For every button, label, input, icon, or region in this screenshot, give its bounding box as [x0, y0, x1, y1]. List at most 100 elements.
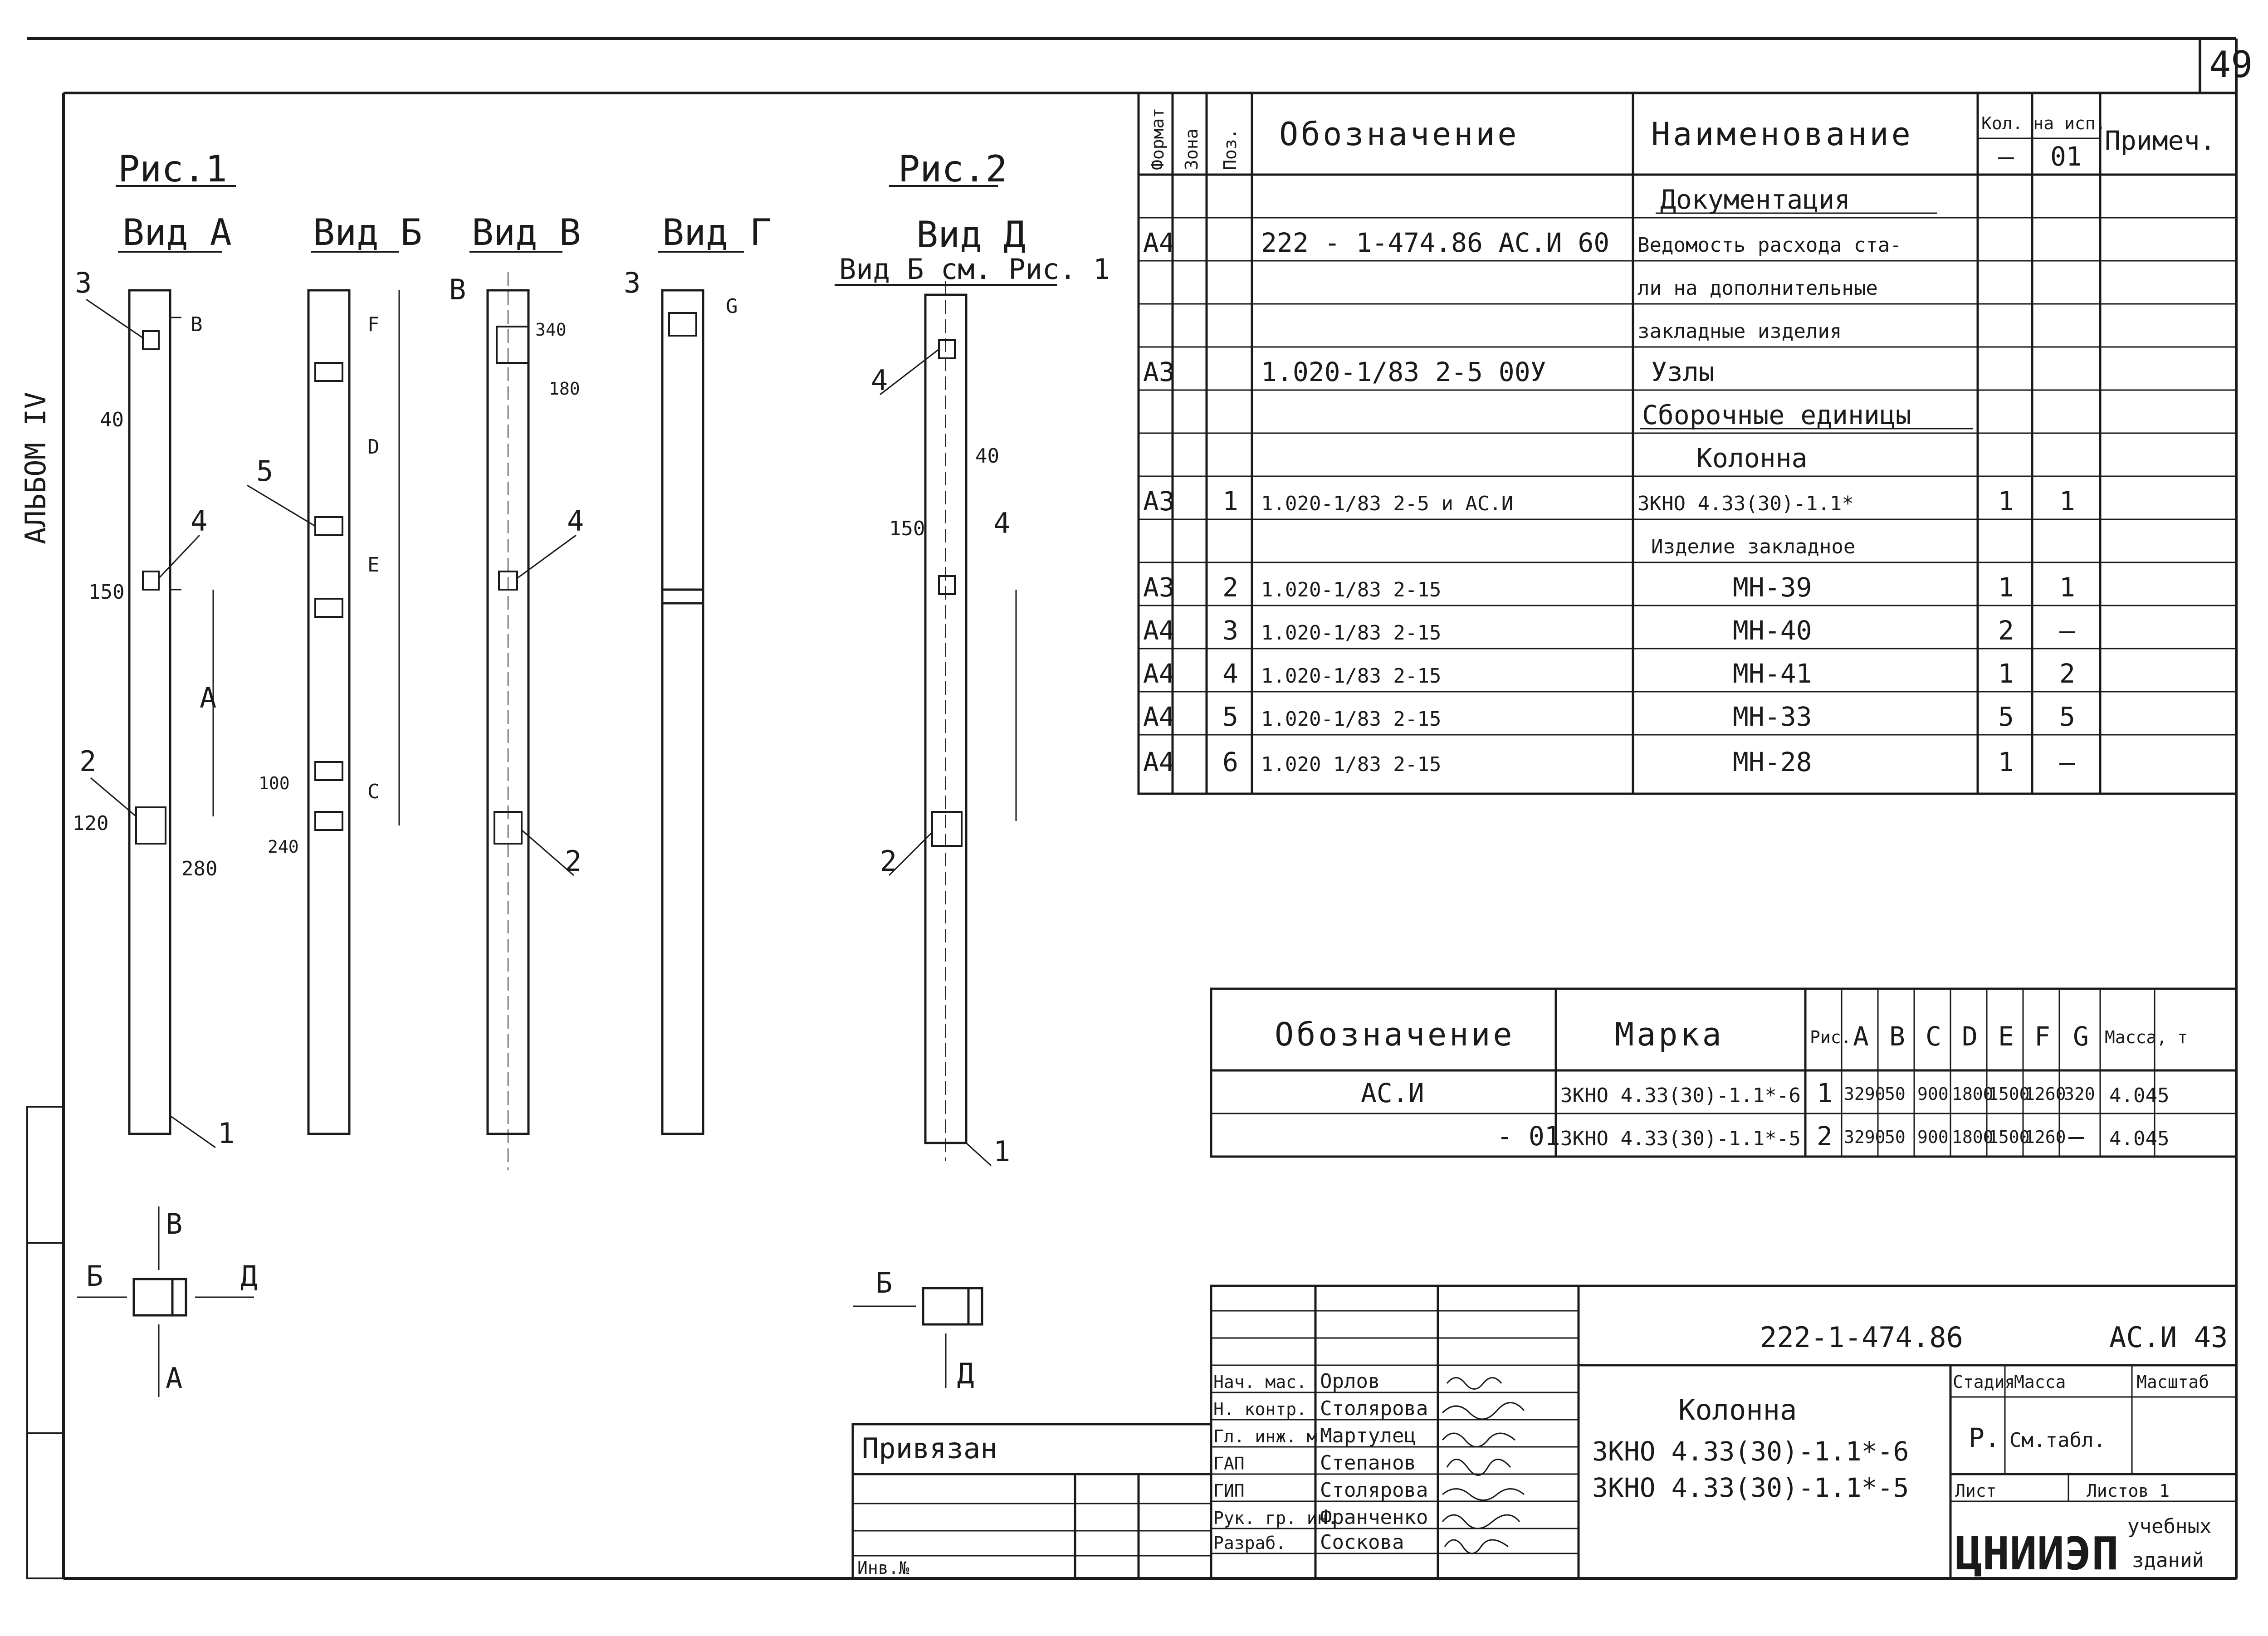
- header-qty-a: –: [1998, 141, 2014, 172]
- mark-r1-designation: АС.И: [1361, 1078, 1424, 1109]
- view-b-title: Вид Б: [313, 211, 422, 254]
- spec-row-10-designation: 1.020-1/83 2-15: [1261, 578, 1441, 601]
- mark-header-mass: Масса, т: [2105, 1027, 2188, 1047]
- orient-right: Д: [240, 1260, 257, 1293]
- spec-row-8-designation: 1.020-1/83 2-5 и АС.И: [1261, 492, 1513, 515]
- mark-r1-g: 320: [2064, 1084, 2095, 1104]
- spec-row-4-name: закладные изделия: [1637, 320, 1842, 343]
- spec-table-rows: [1139, 217, 2236, 736]
- orient2-right: Д: [957, 1357, 974, 1390]
- figures: Рис.1 Рис.2 Вид А Вид Б Вид В Вид Г Вид …: [73, 148, 1110, 1397]
- spec-row-12-designation: 1.020-1/83 2-15: [1261, 664, 1441, 688]
- orientation-plan-1: [77, 1206, 254, 1397]
- view-a-title: Вид А: [122, 211, 232, 254]
- spec-row-11-designation: 1.020-1/83 2-15: [1261, 621, 1441, 645]
- pos-label-1-a: 1: [218, 1117, 235, 1150]
- spec-row-2-designation: 222 - 1-474.86 АС.И 60: [1261, 227, 1609, 258]
- staff-name-7: Соскова: [1320, 1531, 1404, 1554]
- view-d-title: Вид Д: [916, 214, 1026, 256]
- org-sub-2: зданий: [2132, 1549, 2204, 1572]
- spec-row-14-name: МН-28: [1733, 747, 1812, 777]
- mark-r1-b: 50: [1885, 1084, 1906, 1104]
- staff-name-6: Франченко: [1320, 1506, 1428, 1529]
- spec-row-12-name: МН-41: [1733, 658, 1812, 689]
- title-line-2: 3КНО 4.33(30)-1.1*-6: [1592, 1436, 1909, 1467]
- spec-row-11-name: МН-40: [1733, 615, 1812, 646]
- column-view-a: [128, 289, 214, 1135]
- dim-letter-g: G: [726, 295, 738, 318]
- spec-row-11-pos: 3: [1222, 615, 1238, 646]
- spec-row-14-qa: 1: [1998, 747, 2014, 777]
- mass-value: См.табл.: [2009, 1429, 2106, 1452]
- doc-code: 222-1-474.86: [1760, 1321, 1963, 1354]
- mark-header-e: Е: [1998, 1021, 2014, 1052]
- dim-letter-v: В: [191, 313, 203, 336]
- dim-280-a: 280: [181, 857, 217, 880]
- mark-r2-f: 1260: [2024, 1127, 2066, 1147]
- pos-label-5-b: 5: [256, 454, 273, 488]
- spec-row-5-name: Узлы: [1651, 357, 1715, 387]
- left-margin-boxes: [26, 1106, 64, 1579]
- mark-r2-e: 1500: [1988, 1127, 2030, 1147]
- mark-table-header: Обозначение Марка Рис. А В С D Е F G Мас…: [1275, 1016, 2188, 1053]
- mark-r2-b: 50: [1885, 1127, 1906, 1147]
- title-line-3: 3КНО 4.33(30)-1.1*-5: [1592, 1472, 1909, 1503]
- dim-100-b: 100: [259, 773, 290, 793]
- dim-180-v: 180: [549, 379, 580, 399]
- spec-row-14-format: А4: [1143, 747, 1175, 777]
- column-view-d: [924, 281, 1017, 1161]
- sheets-label: Листов 1: [2087, 1481, 2170, 1501]
- staff-list: Нач. мас. Орлов Н. контр. Столярова Гл. …: [1213, 1370, 1428, 1554]
- mark-r2-a: 3290: [1844, 1127, 1886, 1147]
- dim-240-b: 240: [268, 837, 299, 857]
- mark-r1-d: 1800: [1952, 1084, 1994, 1104]
- column-view-g: [661, 289, 704, 1135]
- leader-lines: [86, 298, 992, 1167]
- orientation-labels: В Б Д А Б Д: [86, 1207, 974, 1395]
- spec-row-1-name: Документация: [1660, 184, 1850, 215]
- dim-40-a: 40: [100, 408, 124, 431]
- mark-r2-mark: 3КНО 4.33(30)-1.1*-5: [1560, 1127, 1801, 1150]
- spec-row-13-pos: 5: [1222, 701, 1238, 732]
- view-v-title: Вид В: [472, 211, 581, 254]
- dim-letter-d: D: [367, 435, 380, 459]
- stage-label: Стадия: [1953, 1372, 2015, 1392]
- scale-label: Масштаб: [2136, 1372, 2209, 1392]
- mark-header-b: В: [1889, 1021, 1905, 1052]
- mark-r1-a: 3290: [1844, 1084, 1886, 1104]
- mark-r1-e: 1500: [1988, 1084, 2030, 1104]
- sheet-number: 49: [2209, 44, 2253, 86]
- fig2-title: Рис.2: [898, 148, 1007, 190]
- dim-120-a: 120: [73, 812, 108, 835]
- mark-header-mark: Марка: [1615, 1016, 1724, 1053]
- staff-role-1: Нач. мас.: [1213, 1372, 1307, 1392]
- staff-name-3: Мартулец: [1320, 1424, 1416, 1447]
- spec-row-10-pos: 2: [1222, 572, 1238, 603]
- header-qty-b: 01: [2050, 141, 2082, 172]
- spec-row-8-pos: 1: [1222, 486, 1238, 517]
- spec-row-10-qa: 1: [1998, 572, 2014, 603]
- spec-row-12-pos: 4: [1222, 658, 1238, 689]
- spec-row-11-qb: –: [2059, 615, 2075, 646]
- staff-name-4: Степанов: [1320, 1451, 1416, 1475]
- title-line-1: Колонна: [1678, 1393, 1797, 1426]
- org-logo: ЦНИИЭП: [1955, 1527, 2119, 1580]
- title-block: Нач. мас. Орлов Н. контр. Столярова Гл. …: [851, 1284, 2238, 1580]
- spec-row-6-name: Сборочные единицы: [1642, 400, 1911, 430]
- stage-value: Р.: [1969, 1422, 2000, 1453]
- dim-40-d: 40: [975, 444, 999, 468]
- spec-row-8-name: 3КНО 4.33(30)-1.1*: [1637, 492, 1854, 515]
- pos-label-3-g: 3: [624, 266, 640, 299]
- staff-name-5: Столярова: [1320, 1479, 1428, 1502]
- mark-r2-g: —: [2068, 1121, 2084, 1152]
- title-block-grid: [1210, 1284, 2238, 1580]
- mark-header-a: А: [1853, 1021, 1869, 1052]
- position-labels: 3 4 2 1 5 В 4 2 3 4 4 2 1: [75, 266, 1010, 1168]
- dim-letter-f: F: [367, 313, 380, 336]
- staff-role-5: ГИП: [1213, 1481, 1245, 1501]
- spec-table-grid: [1137, 92, 2238, 795]
- pos-label-4-v: 4: [567, 504, 584, 537]
- spec-row-12-format: А4: [1143, 658, 1175, 689]
- title-block-text: 222-1-474.86 АС.И 43 Колонна 3КНО 4.33(3…: [1592, 1321, 2228, 1580]
